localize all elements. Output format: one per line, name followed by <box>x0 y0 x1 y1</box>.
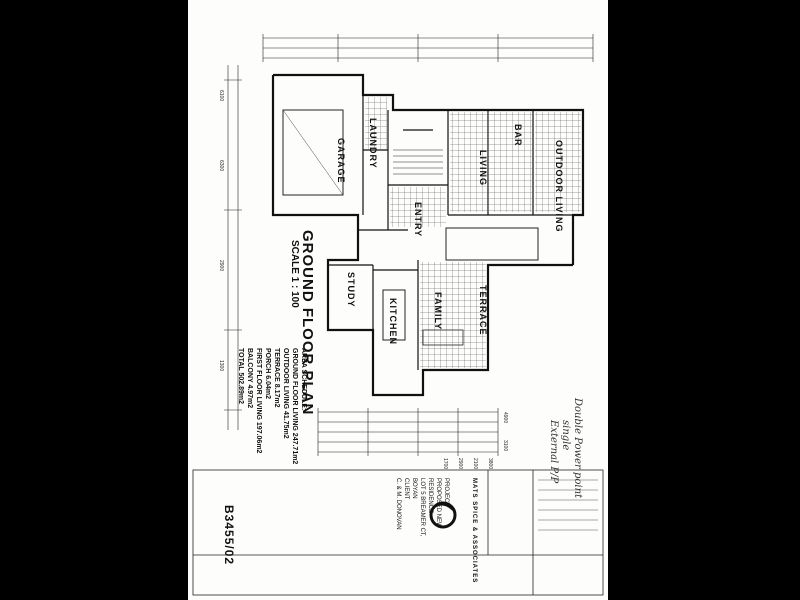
entry-tiles <box>390 187 446 227</box>
room-label-entry: ENTRY <box>413 202 423 238</box>
floor-plan-drawing <box>192 34 604 596</box>
client-name: C. & M. DONOVAN <box>395 478 401 530</box>
project-label: PROJECT <box>443 478 449 507</box>
area-schedule: AREA SCHEDULE: GROUND FLOOR LIVING 247.7… <box>236 348 308 464</box>
stair <box>393 149 443 175</box>
garage-bay <box>282 109 344 196</box>
dim-bottom-3: 3800 <box>487 458 493 470</box>
dim-top-4: 1300 <box>218 360 224 372</box>
living-tiles <box>450 112 532 212</box>
project-line-1: PROPOSED NEW <box>435 478 441 528</box>
area-row: GROUND FLOOR LIVING 247.71m2 <box>291 348 298 465</box>
room-label-laundry: LAUNDRY <box>368 118 378 169</box>
room-label-bar: BAR <box>513 124 523 147</box>
dim-bottom-1: 4900 <box>502 412 508 424</box>
kitchen-island <box>382 289 406 341</box>
room-label-terrace: TERRACE <box>478 285 488 336</box>
project-block: PROJECT PROPOSED NEW RESIDENCE LOT 5 BRE… <box>410 478 450 537</box>
dim-top-2: 6300 <box>218 160 224 172</box>
handwritten-note-1: Double Power point <box>572 398 583 499</box>
room-label-outdoor-living: OUTDOOR LIVING <box>554 140 564 233</box>
address-line-1: LOT 5 BREAMER CT, <box>419 478 425 537</box>
dim-top-3: 2900 <box>218 260 224 272</box>
room-label-garage: GARAGE <box>336 138 346 184</box>
room-label-family: FAMILY <box>433 292 443 331</box>
address-line-2: BOYAN <box>411 478 417 499</box>
drawing-scale: SCALE 1 : 100 <box>289 240 300 308</box>
dimension-lines-bottom <box>317 408 499 456</box>
terrace-pool <box>445 227 539 261</box>
title-block-frame <box>192 469 604 596</box>
area-row: OUTDOOR LIVING 41.75m2 <box>282 348 289 439</box>
room-label-living: LIVING <box>478 150 488 187</box>
outdoor-tiles <box>535 112 581 212</box>
area-row: TOTAL 502.89m2 <box>237 348 244 405</box>
drawing-number: B3455/02 <box>222 505 236 566</box>
handwritten-note-3: External P/P <box>548 420 559 484</box>
revision-lines <box>538 479 598 531</box>
dimension-lines-top <box>224 34 594 430</box>
area-row: FIRST FLOOR LIVING 197.06m2 <box>255 348 262 454</box>
client-label: CLIENT <box>403 478 409 500</box>
dim-top-1: 6100 <box>218 90 224 102</box>
firm-logo <box>429 501 457 529</box>
area-row: PORCH 6.04m2 <box>264 348 271 399</box>
client-block: CLIENT C. & M. DONOVAN <box>394 478 410 530</box>
family-tiles <box>420 262 486 368</box>
room-label-kitchen: KITCHEN <box>388 298 398 345</box>
dim-bottom-4: 2100 <box>472 458 478 470</box>
room-label-study: STUDY <box>346 272 356 308</box>
project-line-2: RESIDENCE <box>427 478 433 514</box>
plan-sheet: GARAGE LAUNDRY LIVING OUTDOOR LIVING ENT… <box>188 0 608 600</box>
laundry-tiles <box>365 97 387 149</box>
dim-bottom-5: 2900 <box>457 458 463 470</box>
handwritten-note-2: single <box>560 420 571 451</box>
dim-bottom-6: 1700 <box>442 458 448 470</box>
area-schedule-heading: AREA SCHEDULE: <box>300 348 307 411</box>
dim-bottom-2: 3100 <box>502 440 508 452</box>
firm-name: MATS SPICE & ASSOCIATES <box>471 478 477 584</box>
area-row: TERRACE 8.17m2 <box>273 348 280 408</box>
area-row: BALCONY 4.97m2 <box>246 348 253 409</box>
